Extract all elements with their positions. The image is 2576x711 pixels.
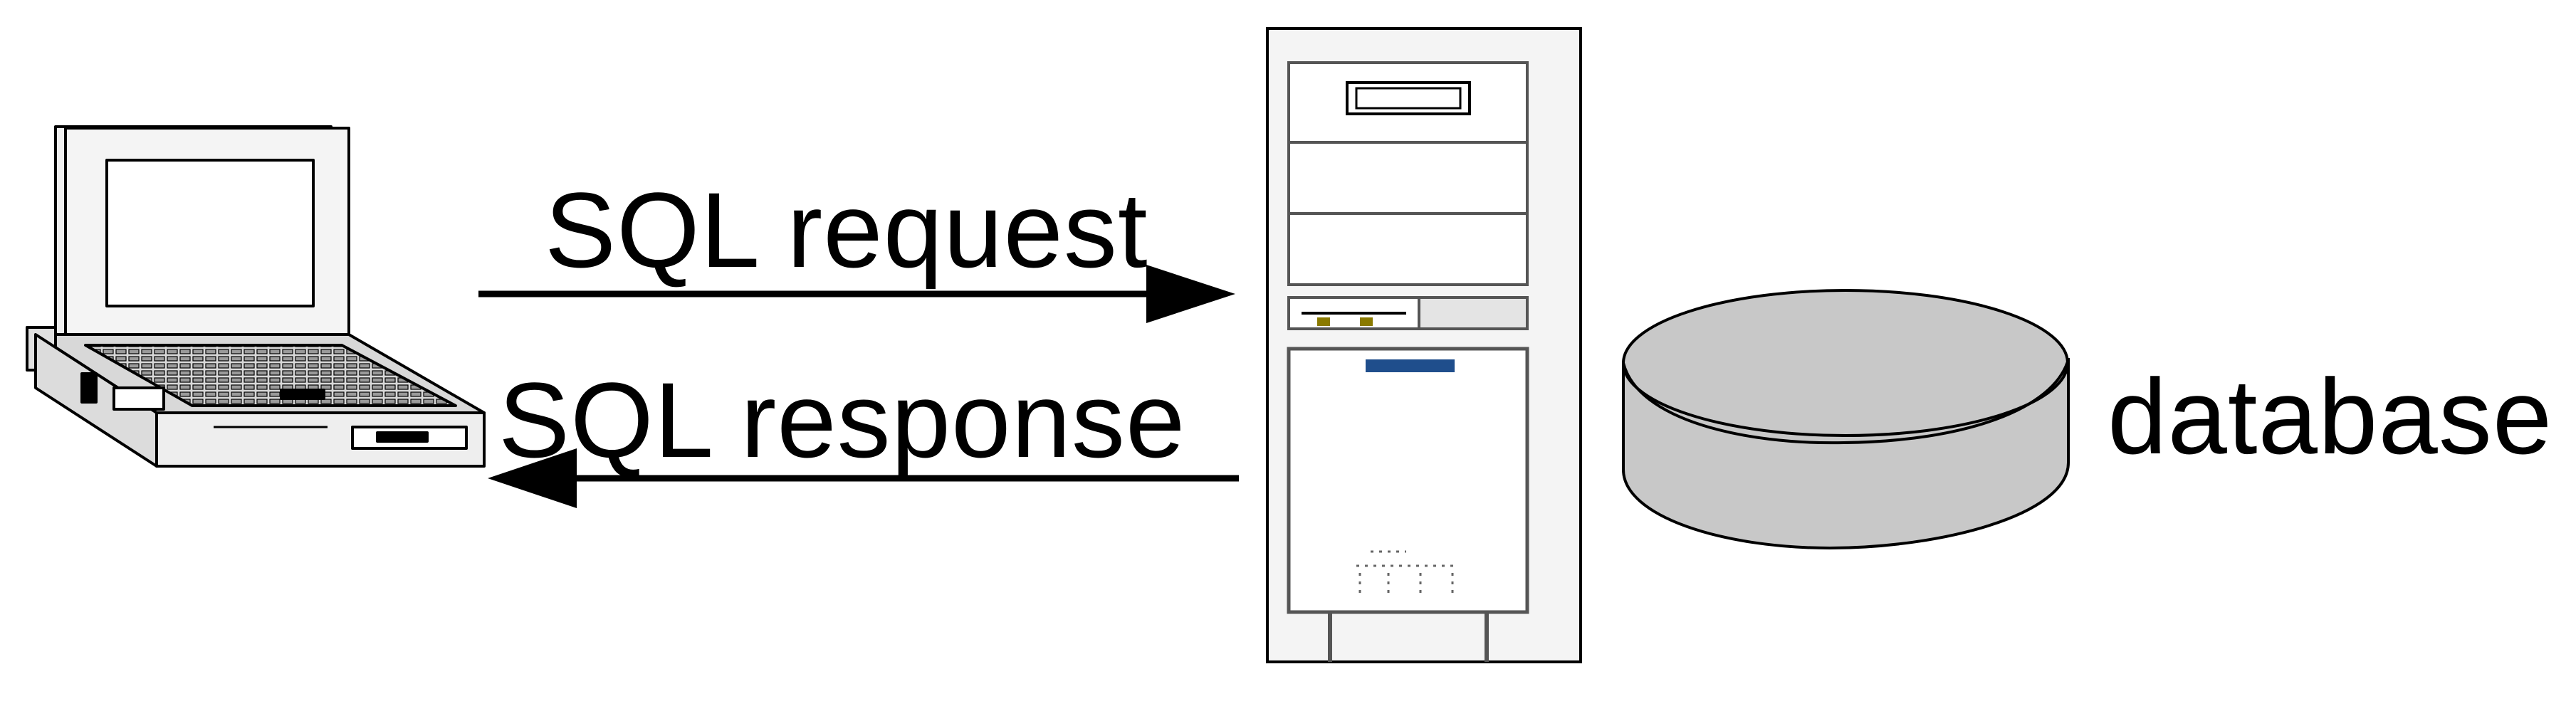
laptop-icon [26, 125, 486, 468]
request-arrow [478, 265, 1235, 323]
sql-response-label: SQL response [498, 360, 1186, 480]
database-label: database [2108, 357, 2553, 476]
database-cylinder-icon [1622, 289, 2070, 550]
response-arrow [488, 448, 1239, 508]
server-tower-icon [1266, 27, 1582, 663]
sql-request-label: SQL request [545, 170, 1148, 290]
